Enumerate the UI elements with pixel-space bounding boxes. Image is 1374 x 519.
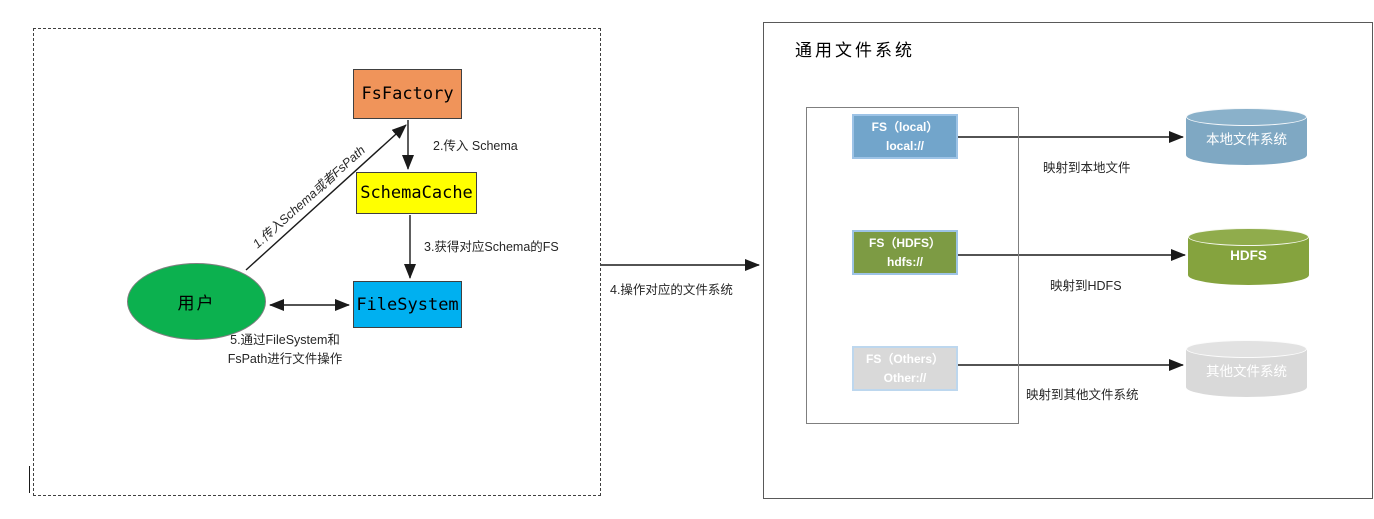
fsbox-hdfs-scheme: hdfs:// <box>887 254 923 269</box>
cursor-tick-mark <box>29 466 30 493</box>
node-filesystem-label: FileSystem <box>356 294 459 315</box>
map-label-hdfs: 映射到HDFS <box>1050 279 1122 293</box>
map-label-local: 映射到本地文件 <box>1043 161 1131 175</box>
fsbox-others-scheme: Other:// <box>883 370 927 385</box>
generic-filesystem-panel-border <box>763 22 1373 499</box>
fsbox-local-name: FS（local） <box>871 119 939 134</box>
cylinder-local-top <box>1186 108 1307 126</box>
edge-label-step5-line2: FsPath进行文件操作 <box>227 351 343 366</box>
map-label-others: 映射到其他文件系统 <box>1026 388 1139 402</box>
node-user-label: 用户 <box>177 294 216 313</box>
cylinder-other-filesystem: 其他文件系统 <box>1186 340 1307 397</box>
cylinder-other-top <box>1186 340 1307 358</box>
right-panel-title: 通用文件系统 <box>795 41 915 60</box>
fsbox-local-scheme: local:// <box>885 138 924 153</box>
cylinder-local-label: 本地文件系统 <box>1206 132 1287 147</box>
fs-group-border <box>806 107 1019 424</box>
fsbox-others: FS（Others） Other:// <box>852 346 958 391</box>
cylinder-hdfs-label: HDFS <box>1230 248 1267 263</box>
client-panel-border <box>33 28 601 496</box>
edge-label-step5-line1: 5.通过FileSystem和 <box>230 333 340 347</box>
edge-label-step4: 4.操作对应的文件系统 <box>610 283 733 297</box>
edge-label-step5: 5.通过FileSystem和 FsPath进行文件操作 <box>195 331 375 369</box>
cylinder-hdfs-top <box>1188 228 1309 246</box>
node-filesystem: FileSystem <box>353 281 462 328</box>
cylinder-hdfs: HDFS <box>1188 228 1309 285</box>
edge-label-step2: 2.传入 Schema <box>433 139 518 153</box>
edge-label-step3: 3.获得对应Schema的FS <box>424 240 559 254</box>
fsbox-local: FS（local） local:// <box>852 114 958 159</box>
node-user-ellipse: 用户 <box>127 263 266 340</box>
fsbox-hdfs-name: FS（HDFS） <box>868 235 941 250</box>
fsbox-hdfs: FS（HDFS） hdfs:// <box>852 230 958 275</box>
node-fsfactory: FsFactory <box>353 69 462 119</box>
cylinder-other-label: 其他文件系统 <box>1206 364 1287 379</box>
fsbox-others-name: FS（Others） <box>865 351 944 366</box>
node-schemacache-label: SchemaCache <box>360 183 473 203</box>
cylinder-local-filesystem: 本地文件系统 <box>1186 108 1307 165</box>
node-fsfactory-label: FsFactory <box>361 84 454 104</box>
node-schemacache: SchemaCache <box>356 172 477 214</box>
